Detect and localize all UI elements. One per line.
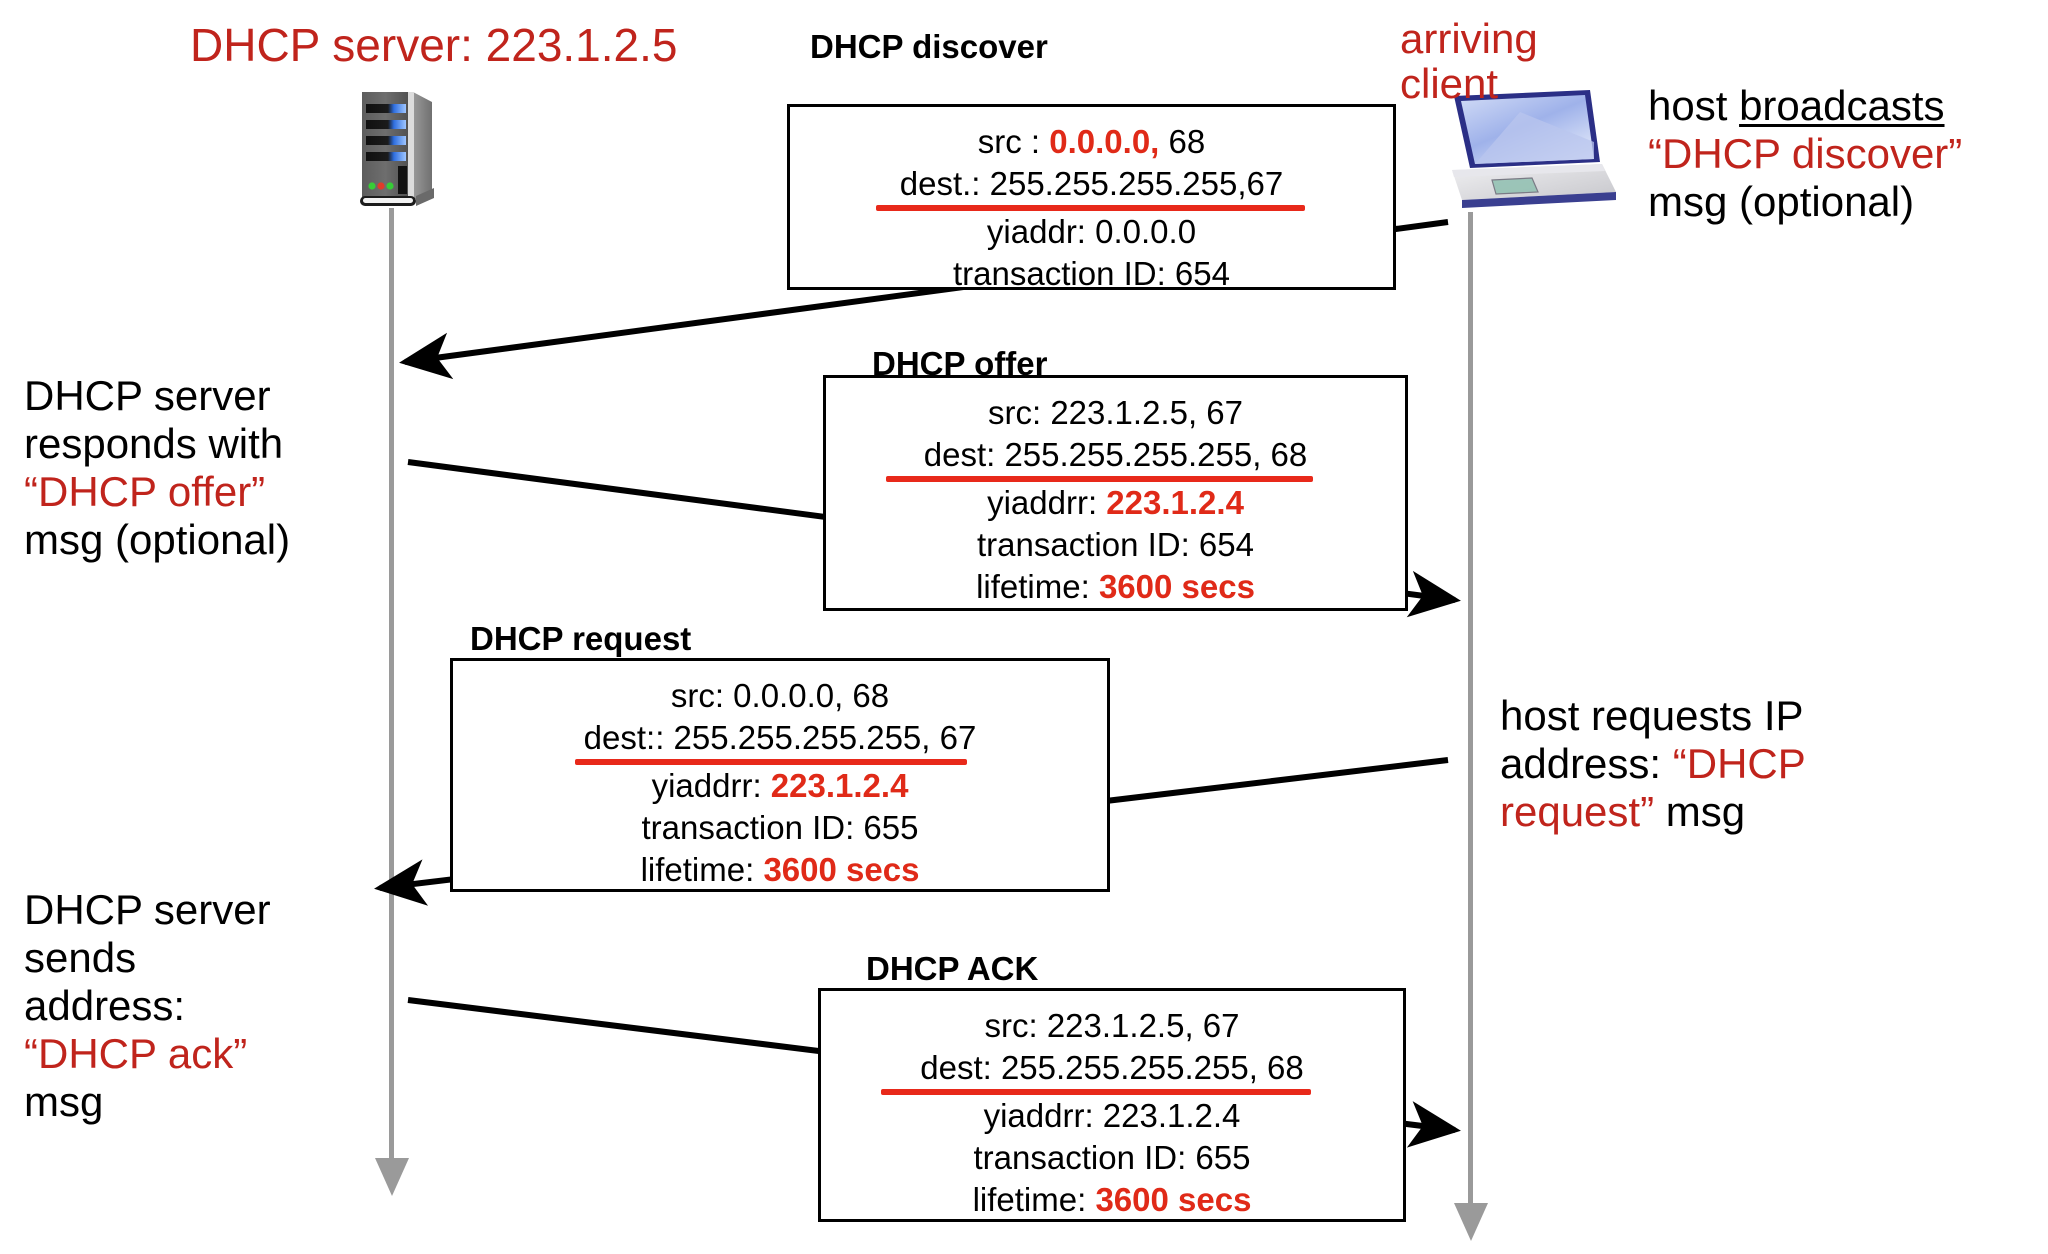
note-discover-line1-underlined: broadcasts: [1739, 82, 1945, 129]
note-ack-line3: address:: [24, 981, 186, 1029]
request-yiaddrr-value: 223.1.2.4: [770, 766, 909, 804]
request-yiaddrr-label: yiaddrr:: [651, 766, 771, 804]
note-discover-line3: msg (optional): [1648, 177, 1915, 225]
note-host-requests-ip: host requests IP address: “DHCP request”…: [1500, 692, 1900, 836]
request-line-xid: transaction ID: 655: [641, 808, 919, 846]
offer-yiaddrr-value: 223.1.2.4: [1106, 483, 1244, 521]
request-dest-label: dest::: [583, 718, 674, 756]
offer-line-xid: transaction ID: 654: [977, 525, 1254, 563]
ack-dest-label: dest:: [920, 1048, 1001, 1086]
offer-box: src: 223.1.2.5, 67 dest: 255.255.255.255…: [823, 375, 1408, 611]
offer-line-yiaddrr: yiaddrr: 223.1.2.4: [826, 482, 1405, 524]
offer-yiaddrr-label: yiaddrr:: [987, 483, 1107, 521]
ack-box: src: 223.1.2.5, 67 dest: 255.255.255.255…: [818, 988, 1406, 1222]
request-dest-value: 255.255.255.255: [673, 718, 922, 756]
discover-dest-label: dest.:: [899, 164, 990, 202]
offer-dest-label: dest:: [923, 435, 1005, 473]
request-lifetime-label: lifetime:: [640, 850, 764, 888]
request-box: src: 0.0.0.0, 68 dest:: 255.255.255.255,…: [450, 658, 1110, 892]
offer-line-src: src: 223.1.2.5, 67: [988, 394, 1243, 431]
offer-lifetime-value: 3600 secs: [1098, 567, 1255, 605]
ack-line-dest: dest: 255.255.255.255, 68: [821, 1047, 1403, 1095]
note-request-line2-red: “DHCP: [1672, 739, 1806, 787]
offer-lifetime-label: lifetime:: [976, 567, 1099, 605]
server-label: DHCP server: 223.1.2.5: [190, 19, 678, 71]
discover-dest-value: 255.255.255.255,67: [989, 164, 1284, 202]
discover-line-src: src : 0.0.0.0, 68: [790, 121, 1393, 163]
request-title: DHCP request: [470, 620, 692, 657]
offer-line-lifetime: lifetime: 3600 secs: [826, 566, 1405, 608]
note-request-line1: host requests IP: [1500, 692, 1804, 739]
note-ack-line4: “DHCP ack”: [24, 1029, 248, 1077]
discover-title: DHCP discover: [810, 28, 1048, 65]
discover-dest-underline: [876, 204, 1305, 211]
request-line-src: src: 0.0.0.0, 68: [670, 677, 890, 714]
note-request-line3-plain: msg: [1654, 787, 1746, 835]
note-server-sends-address: DHCP server sends address: “DHCP ack” ms…: [24, 886, 374, 1125]
server-icon: [356, 88, 436, 210]
note-ack-line1: DHCP server: [24, 886, 271, 933]
note-discover-line1-plain: host: [1648, 82, 1740, 129]
note-discover-line2: “DHCP discover”: [1648, 129, 1963, 177]
request-dest-port: , 67: [921, 718, 977, 756]
ack-dest-underline: [881, 1088, 1311, 1095]
request-dest-underline: [575, 758, 967, 765]
offer-dest-value: 255.255.255.255: [1004, 435, 1253, 473]
ack-lifetime-value: 3600 secs: [1095, 1180, 1252, 1218]
discover-line-xid: transaction ID: 654: [953, 254, 1230, 292]
discover-box: src : 0.0.0.0, 68 dest.: 255.255.255.255…: [787, 104, 1396, 292]
offer-line-dest: dest: 255.255.255.255, 68: [826, 434, 1405, 482]
ack-line-lifetime: lifetime: 3600 secs: [821, 1179, 1403, 1221]
note-offer-line3: “DHCP offer”: [24, 467, 266, 515]
client-laptop-icon: [1440, 82, 1620, 210]
ack-dest-value: 255.255.255.255: [1000, 1048, 1249, 1086]
ack-dest-port: , 68: [1248, 1048, 1304, 1086]
server-lifeline-arrowhead: [375, 1158, 409, 1196]
discover-src-value: 0.0.0.0,: [1049, 123, 1160, 160]
ack-line-xid: transaction ID: 655: [973, 1138, 1251, 1176]
client-lifeline: [1468, 212, 1473, 1222]
ack-line-yiaddrr: yiaddrr: 223.1.2.4: [983, 1096, 1241, 1134]
discover-src-port: 68: [1159, 123, 1206, 160]
note-ack-line2: sends: [24, 933, 137, 981]
discover-line-yiaddr: yiaddr: 0.0.0.0: [986, 212, 1197, 250]
offer-dest-underline: [886, 475, 1313, 482]
server-lifeline: [389, 208, 394, 1168]
client-label-line1: arriving: [1400, 15, 1538, 62]
note-server-responds: DHCP server responds with “DHCP offer” m…: [24, 372, 374, 564]
note-discover-line1: host broadcasts: [1648, 82, 2038, 130]
client-label: arriving client: [1400, 16, 1538, 107]
ack-lifetime-label: lifetime:: [972, 1180, 1096, 1218]
request-line-lifetime: lifetime: 3600 secs: [453, 849, 1107, 891]
request-line-dest: dest:: 255.255.255.255, 67: [453, 717, 1107, 765]
discover-src-label: src :: [977, 123, 1050, 160]
note-request-line3: request” msg: [1500, 788, 1900, 836]
request-line-yiaddrr: yiaddrr: 223.1.2.4: [453, 765, 1107, 807]
client-lifeline-arrowhead: [1454, 1203, 1488, 1241]
request-lifetime-value: 3600 secs: [763, 850, 920, 888]
offer-dest-port: , 68: [1252, 435, 1308, 473]
note-request-line3-red: request”: [1500, 787, 1655, 835]
note-host-broadcasts: host broadcasts “DHCP discover” msg (opt…: [1648, 82, 2038, 226]
ack-line-src: src: 223.1.2.5, 67: [984, 1007, 1240, 1044]
ack-title: DHCP ACK: [866, 950, 1039, 987]
discover-line-dest: dest.: 255.255.255.255,67: [790, 163, 1393, 211]
note-offer-line2: responds with: [24, 419, 284, 467]
note-offer-line1: DHCP server: [24, 372, 271, 419]
client-label-line2: client: [1400, 60, 1499, 108]
note-request-line2-plain: address:: [1500, 739, 1673, 787]
note-offer-line4: msg (optional): [24, 515, 291, 563]
note-request-line2: address: “DHCP: [1500, 740, 1900, 788]
note-ack-line5: msg: [24, 1077, 104, 1125]
